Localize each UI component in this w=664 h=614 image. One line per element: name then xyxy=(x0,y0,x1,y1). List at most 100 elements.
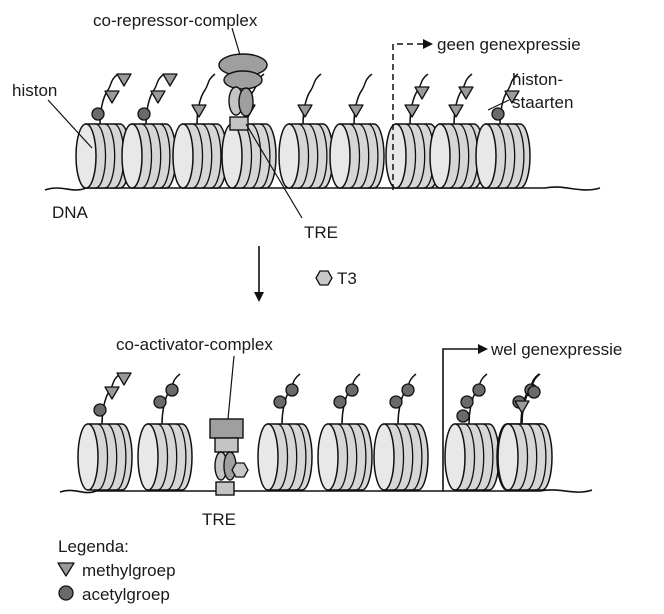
wel-expressie-label: wel genexpressie xyxy=(490,340,622,359)
nucleosome-coil xyxy=(157,423,169,491)
acetyl-circle-icon xyxy=(273,395,287,409)
nucleosome-coil xyxy=(316,123,328,189)
nucleosome-body xyxy=(507,423,553,491)
nucleosome xyxy=(77,423,133,491)
nucleosome-body xyxy=(231,123,277,189)
nucleosome xyxy=(75,123,131,189)
nucleosome-coil xyxy=(504,123,516,189)
acetyl-circle-icon xyxy=(93,403,107,417)
legend-acetyl-circle-icon xyxy=(58,585,74,601)
nucleosome-body xyxy=(339,123,385,189)
wel-expressie-arrow xyxy=(442,348,478,491)
nucleosome-coil xyxy=(295,423,307,491)
methyl-triangle-icon xyxy=(504,90,520,104)
methyl-triangle-icon xyxy=(104,386,120,400)
acetyl-circle-icon xyxy=(456,409,470,423)
nucleosome-coil xyxy=(106,423,118,491)
acetyl-circle-icon xyxy=(345,383,359,397)
nucleosome-face xyxy=(172,123,194,189)
nucleosome-face xyxy=(317,423,339,491)
nucleosome-body xyxy=(267,423,313,491)
co-activator-label: co-activator-complex xyxy=(116,335,273,354)
tre-box-bottom xyxy=(215,481,235,496)
geen-expressie-arrow xyxy=(392,43,423,190)
nucleosome-face xyxy=(329,123,351,189)
histone-tails-top xyxy=(91,73,520,125)
nucleosome-coil xyxy=(166,423,178,491)
acetyl-circle-icon xyxy=(527,385,541,399)
nucleosome-face xyxy=(373,423,395,491)
nucleosome xyxy=(257,423,313,491)
methyl-triangle-icon xyxy=(348,104,364,118)
histon-staarten-label-2: staarten xyxy=(512,93,573,112)
nucleosome xyxy=(137,423,193,491)
nucleosome-coil xyxy=(192,123,204,189)
methyl-triangle-icon xyxy=(116,73,132,87)
histone-tails-bottom xyxy=(93,372,541,425)
nucleosome-coil xyxy=(402,423,414,491)
methyl-triangle-icon xyxy=(162,73,178,87)
nucleosome-face xyxy=(497,423,519,491)
t3-bound-icon xyxy=(231,462,249,478)
nucleosome xyxy=(475,123,531,189)
pointer-histon xyxy=(47,99,93,149)
histon-staarten-label-1: histon- xyxy=(512,70,563,89)
nucleosome xyxy=(121,123,177,189)
histon-label: histon xyxy=(12,81,57,100)
acetyl-circle-icon xyxy=(165,383,179,397)
nucleosome xyxy=(172,123,228,189)
nucleosome-coil xyxy=(337,423,349,491)
t3-hexagon-icon xyxy=(315,270,333,286)
nucleosome-coil xyxy=(250,123,262,189)
nucleosome-coil xyxy=(393,423,405,491)
nucleosome-coil xyxy=(358,123,370,189)
nucleosome-coil xyxy=(449,123,461,189)
geen-expressie-arrowhead xyxy=(423,39,433,49)
nucleosome-coil xyxy=(495,123,507,189)
methyl-triangle-icon xyxy=(414,86,430,100)
nucleosome-coil xyxy=(150,123,162,189)
nucleosome-face xyxy=(278,123,300,189)
histone-tail xyxy=(101,373,121,425)
methyl-triangle-icon xyxy=(116,372,132,386)
methyl-triangle-icon xyxy=(150,90,166,104)
tre-box-top xyxy=(229,116,249,131)
nucleosome-body xyxy=(327,423,373,491)
nucleosome-coil xyxy=(175,423,187,491)
nucleosome-coil xyxy=(95,123,107,189)
nucleosome-coil xyxy=(464,423,476,491)
nucleosome-face xyxy=(385,123,407,189)
nucleosome xyxy=(278,123,334,189)
methyl-triangle-icon xyxy=(514,400,530,414)
nucleosome-face xyxy=(429,123,451,189)
legend: Legenda: methylgroep acetylgroep xyxy=(57,537,176,604)
nucleosome xyxy=(497,423,553,491)
nucleosome-coil xyxy=(346,423,358,491)
legend-acetyl-label: acetylgroep xyxy=(82,585,170,604)
nucleosome-row-bottom xyxy=(77,423,553,491)
acetyl-circle-icon xyxy=(491,107,505,121)
methyl-triangle-icon xyxy=(448,104,464,118)
nucleosome-coil xyxy=(458,123,470,189)
dna-label: DNA xyxy=(52,203,89,222)
pointer-co-activator xyxy=(227,355,235,420)
nucleosome-coil xyxy=(405,123,417,189)
nucleosome-coil xyxy=(115,423,127,491)
methyl-triangle-icon xyxy=(297,104,313,118)
nucleosome-row-top xyxy=(75,123,531,189)
nucleosome-face xyxy=(77,423,99,491)
nucleosome-coil xyxy=(367,123,379,189)
nucleosome-coil xyxy=(307,123,319,189)
nucleosome-coil xyxy=(259,123,271,189)
pointer-tre-top xyxy=(245,123,303,219)
nucleosome-body xyxy=(87,423,133,491)
nucleosome-body xyxy=(485,123,531,189)
dna-strand-bottom xyxy=(59,489,593,494)
nucleosome-coil xyxy=(277,423,289,491)
nucleosome-face xyxy=(121,123,143,189)
acetyl-circle-icon xyxy=(153,395,167,409)
nucleosome-face xyxy=(257,423,279,491)
nucleosome-face xyxy=(475,123,497,189)
nucleosome-body xyxy=(383,423,429,491)
